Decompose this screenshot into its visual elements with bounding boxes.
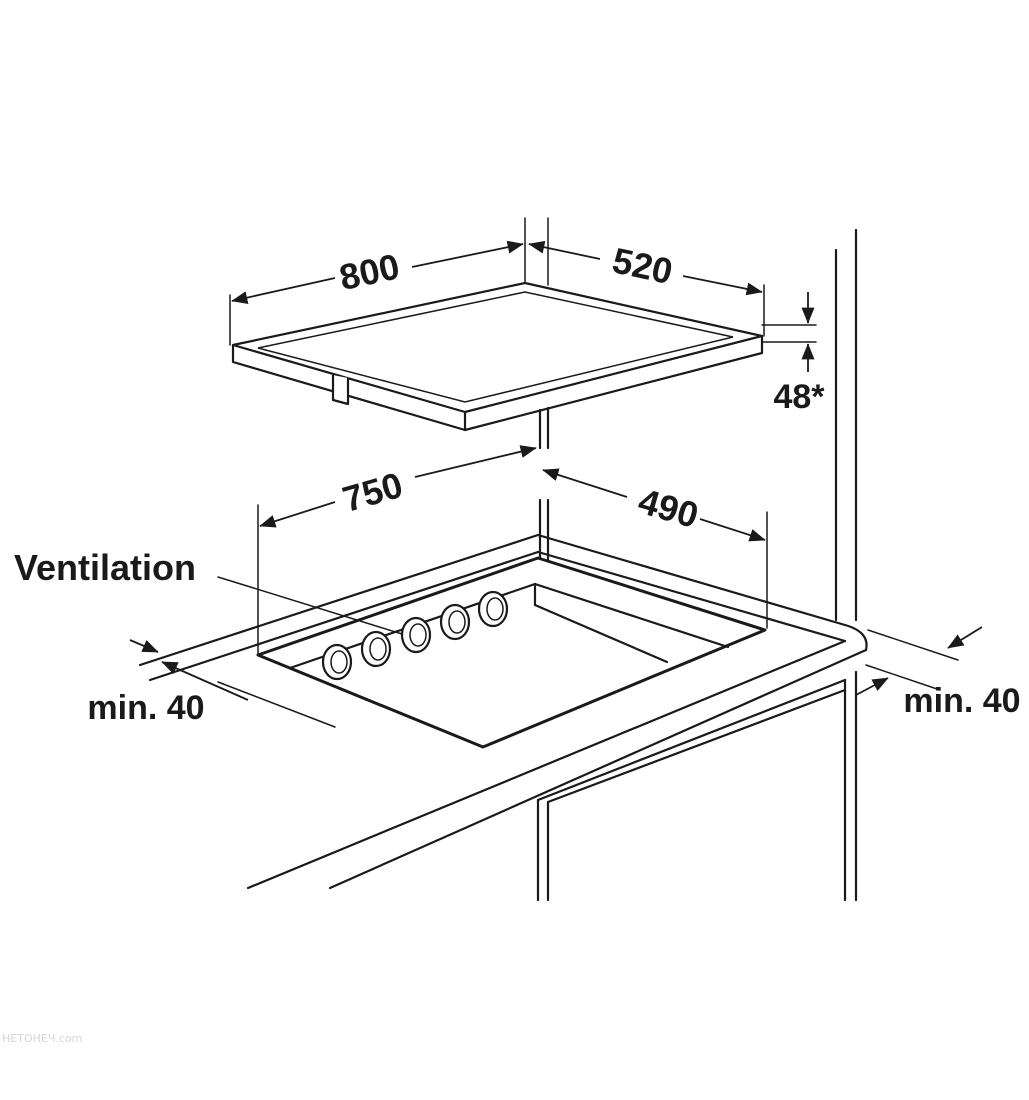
hob-clip [331,375,350,406]
hob [231,281,764,450]
wall [834,228,858,622]
ventilation-label: Ventilation [14,547,196,588]
min40-front-label: min. 40 [87,689,204,727]
dimension-min40-side [855,626,983,696]
dimension-min40-front [129,639,336,728]
worktop [138,533,868,890]
dimension-520-label: 520 [609,239,676,292]
dimension-750-label: 750 [338,464,407,520]
cabinet [536,670,858,902]
vent-hole-5 [477,590,509,628]
dimension-800-label: 800 [336,245,403,298]
vent-hole-1 [321,643,353,681]
cutout [256,498,767,749]
min40-side-label: min. 40 [903,682,1020,720]
dimension-750 [257,445,537,656]
dimension-490 [542,468,768,629]
dimension-48 [761,292,817,372]
vent-hole-4 [439,603,471,641]
watermark: НЕТОНЕЧ.com [2,1032,82,1045]
dimension-48-label: 48* [773,378,825,416]
ventilation-leader [217,576,403,635]
dimension-490-label: 490 [634,480,703,536]
vent-hole-3 [400,616,432,654]
vent-hole-2 [360,630,392,668]
dimension-520 [528,217,765,337]
ventilation-holes [321,590,509,681]
dimension-800 [229,217,526,346]
